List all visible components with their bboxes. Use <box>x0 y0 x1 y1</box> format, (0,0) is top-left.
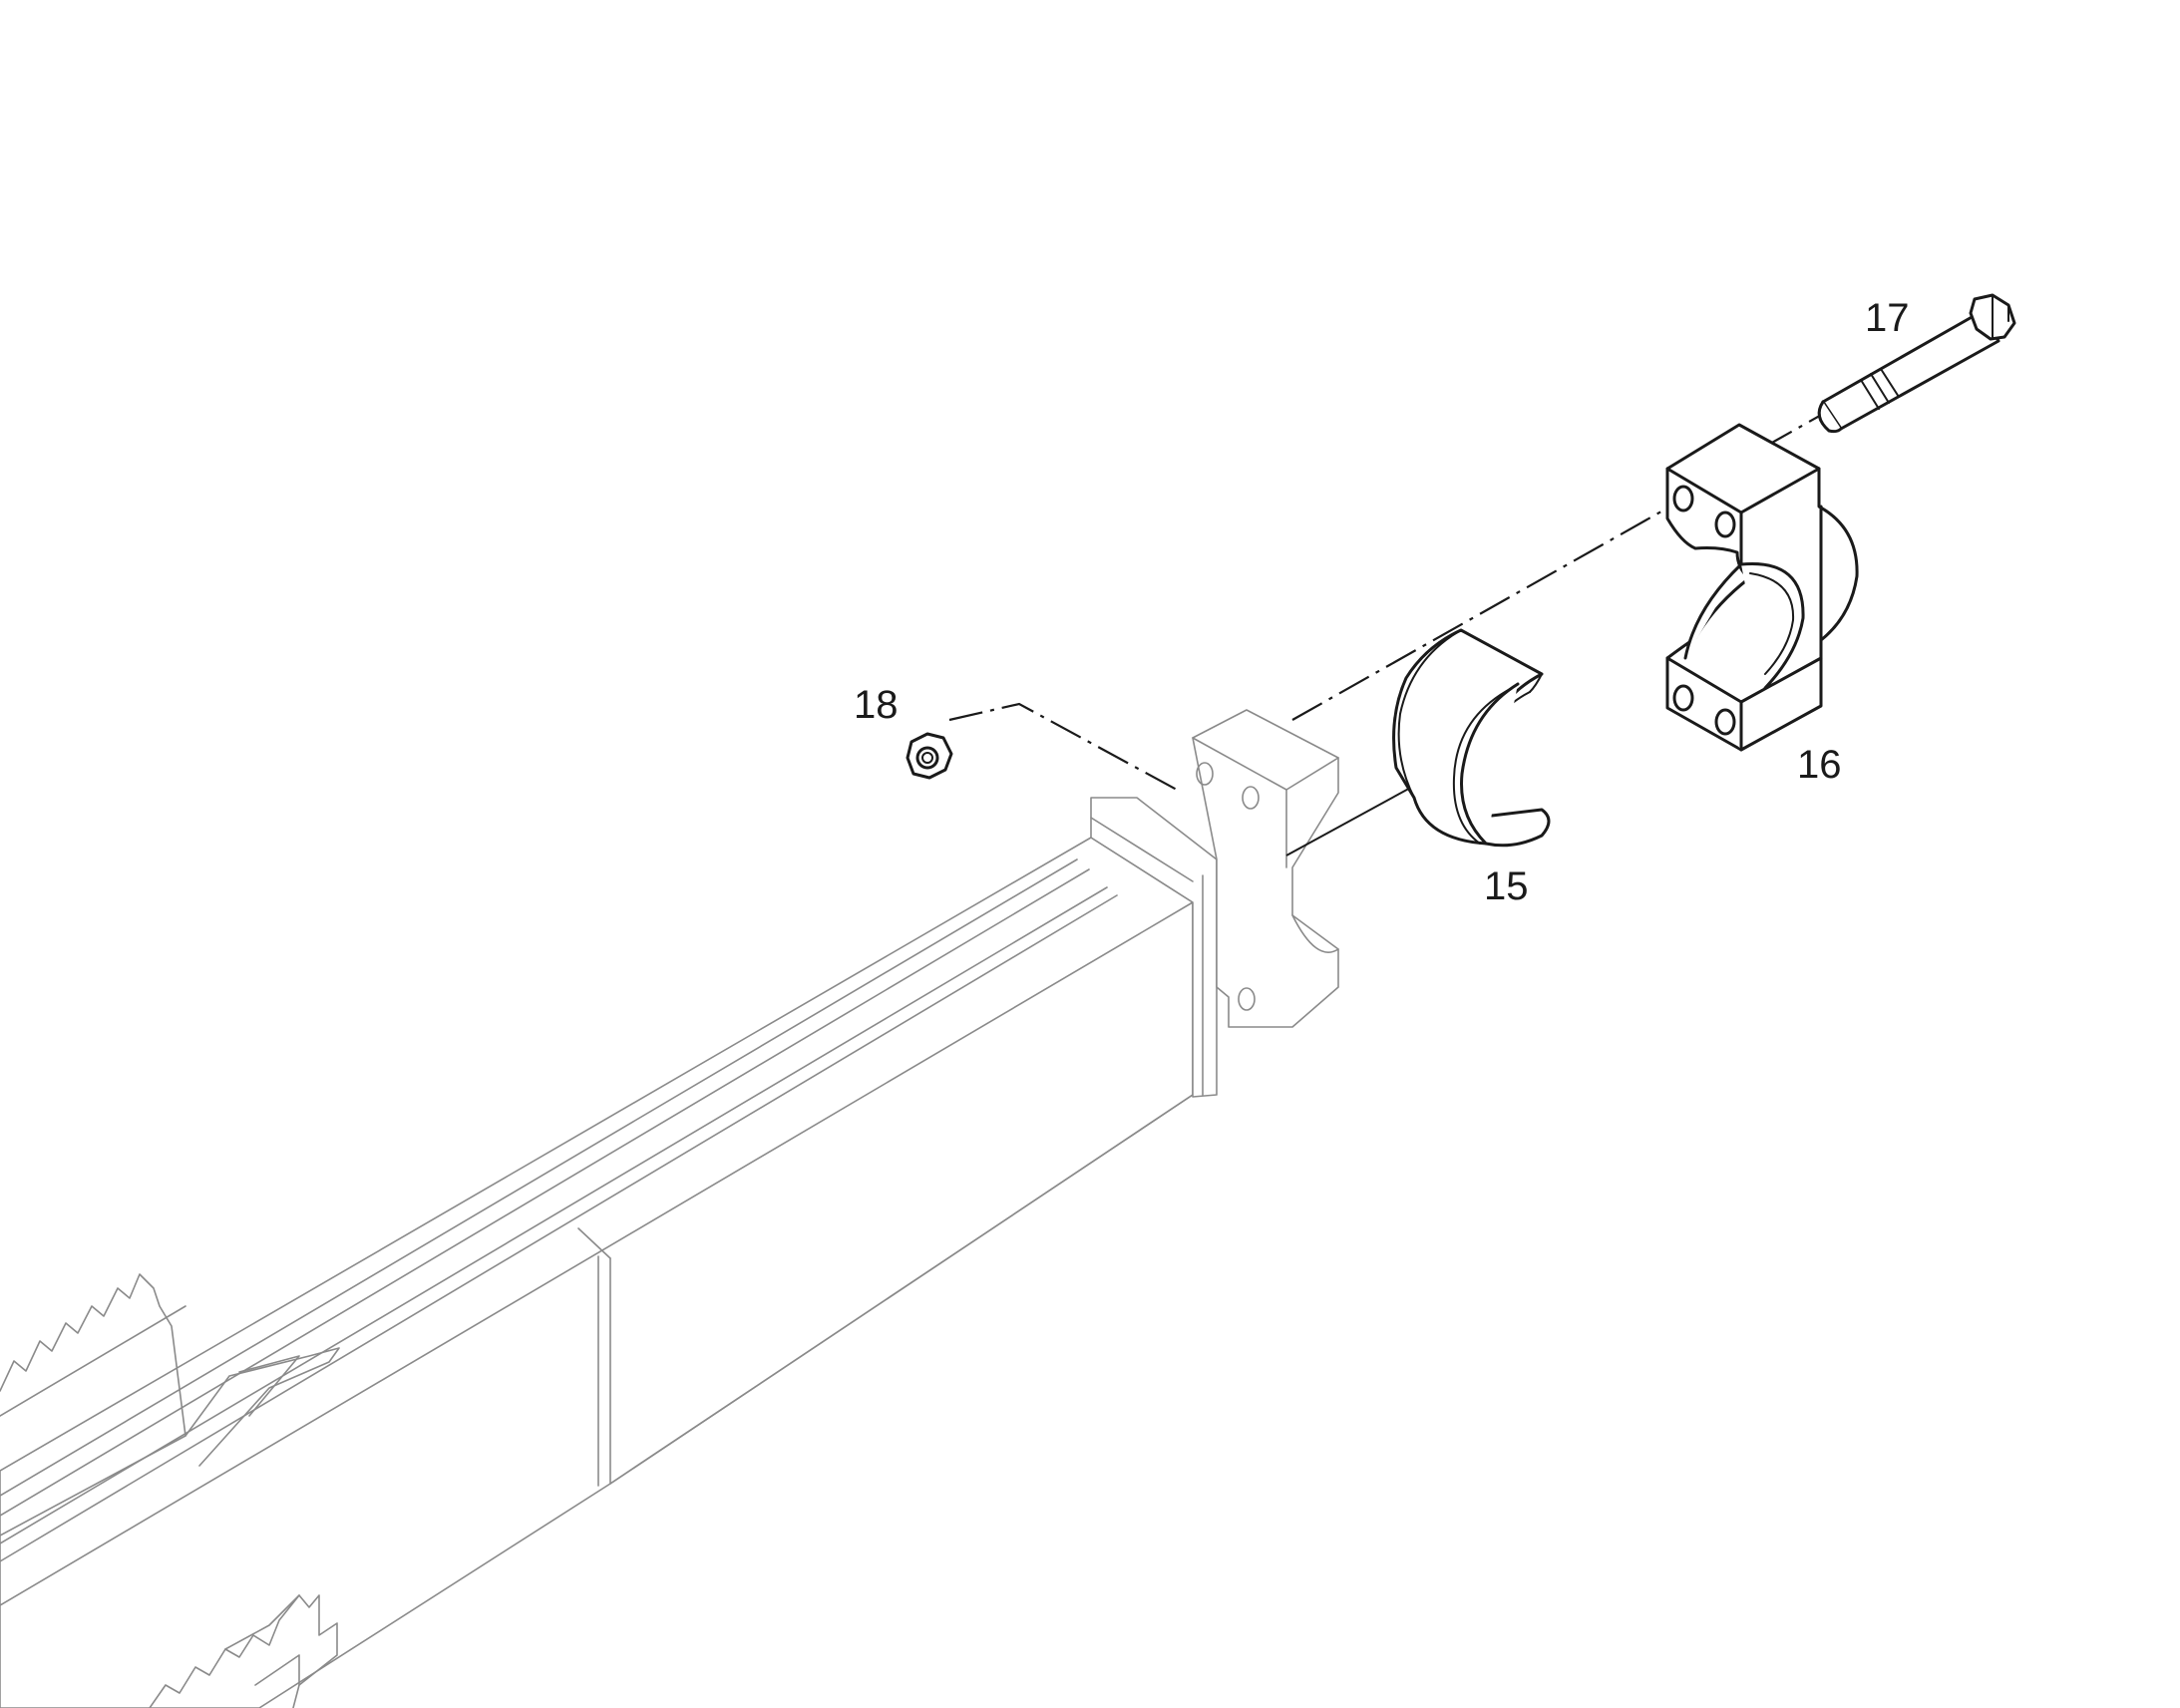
callout-17: 17 <box>1865 296 1910 340</box>
boom-arm <box>0 709 1339 1708</box>
part-16-clamp <box>1665 423 1859 752</box>
callout-18: 18 <box>854 683 899 727</box>
part-17-bolt <box>1817 293 2016 434</box>
callout-15: 15 <box>1484 864 1529 908</box>
part-15-bushing <box>1392 628 1551 848</box>
callout-16: 16 <box>1797 743 1842 787</box>
part-18-nut <box>906 732 953 780</box>
